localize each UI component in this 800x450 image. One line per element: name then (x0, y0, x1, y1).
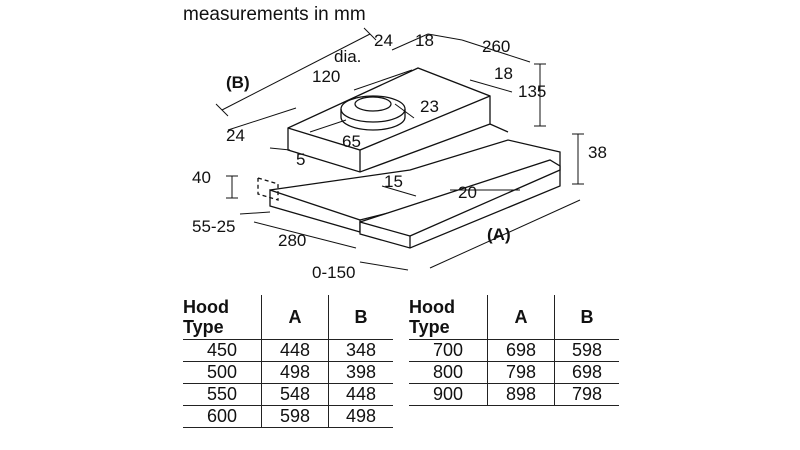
table-row: 600 598 498 (183, 405, 393, 428)
dim-38: 38 (588, 143, 607, 162)
cell-b: 498 (328, 405, 393, 428)
cell-b: 448 (328, 383, 393, 406)
cell-a: 548 (261, 383, 329, 406)
dim-18-top: 18 (415, 31, 434, 50)
table-row: 700 698 598 (409, 339, 619, 362)
table-row: 450 448 348 (183, 339, 393, 362)
cell-b: 598 (554, 339, 619, 362)
dim-24-top: 24 (374, 31, 393, 50)
cell-hood-type: 900 (409, 383, 488, 406)
cell-hood-type: 800 (409, 361, 488, 384)
dim-40: 40 (192, 168, 211, 187)
cell-b: 798 (554, 383, 619, 406)
dim-15: 15 (384, 172, 403, 191)
header-hood-type: Hood Type (409, 297, 455, 337)
dim-135: 135 (518, 82, 546, 101)
hood-size-table-left: Hood Type A B 450 448 348 500 498 398 55… (183, 295, 393, 428)
cell-b: 348 (328, 339, 393, 362)
header-b: B (554, 295, 619, 340)
table-row: 900 898 798 (409, 383, 619, 406)
cell-a: 798 (487, 361, 555, 384)
header-a: A (487, 295, 555, 340)
header-b: B (328, 295, 393, 340)
table-header-row: Hood Type A B (409, 295, 619, 340)
dimension-lines (215, 27, 584, 271)
dim-24-left: 24 (226, 126, 245, 145)
cell-a: 898 (487, 383, 555, 406)
header-a: A (261, 295, 329, 340)
cell-hood-type: 550 (183, 383, 262, 406)
cell-hood-type: 600 (183, 405, 262, 428)
cell-a: 448 (261, 339, 329, 362)
measurements-caption: measurements in mm (183, 4, 366, 25)
cell-a: 698 (487, 339, 555, 362)
cell-b: 698 (554, 361, 619, 384)
header-hood-type: Hood Type (183, 297, 229, 337)
dim-55-25: 55-25 (192, 217, 235, 236)
hood-size-table-right: Hood Type A B 700 698 598 800 798 698 90… (409, 295, 619, 406)
dim-0-150: 0-150 (312, 263, 355, 282)
dim-5: 5 (296, 150, 305, 169)
dim-280: 280 (278, 231, 306, 250)
dim-20: 20 (458, 183, 477, 202)
cell-b: 398 (328, 361, 393, 384)
table-header-row: Hood Type A B (183, 295, 393, 340)
dim-23: 23 (420, 97, 439, 116)
extractor-drawer (359, 159, 561, 249)
cell-a: 498 (261, 361, 329, 384)
table-row: 800 798 698 (409, 361, 619, 384)
label-a: (A) (487, 225, 511, 244)
dim-120: 120 (312, 67, 340, 86)
hood-dimension-drawing: (B) (A) dia. 120 24 18 260 18 135 23 24 … (192, 27, 607, 282)
cell-hood-type: 700 (409, 339, 488, 362)
label-b: (B) (226, 73, 250, 92)
mounting-bracket (257, 177, 279, 201)
table-row: 500 498 398 (183, 361, 393, 384)
cell-hood-type: 500 (183, 361, 262, 384)
label-dia: dia. (334, 47, 361, 66)
dim-18-side: 18 (494, 64, 513, 83)
cell-a: 598 (261, 405, 329, 428)
dim-260: 260 (482, 37, 510, 56)
cell-hood-type: 450 (183, 339, 262, 362)
table-row: 550 548 448 (183, 383, 393, 406)
dim-65: 65 (342, 132, 361, 151)
